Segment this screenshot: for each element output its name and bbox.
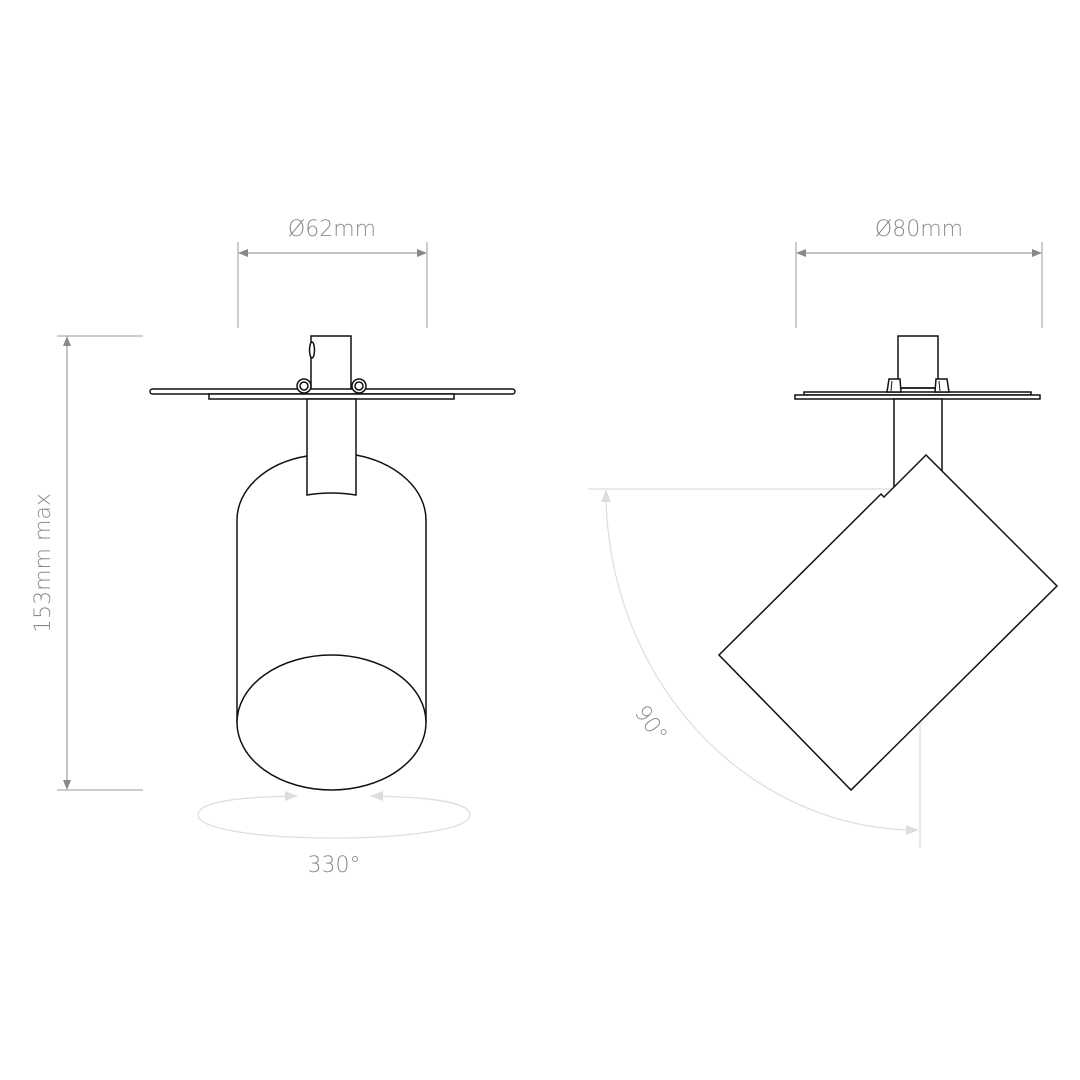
side-view: Ø80mm 90° [588, 217, 1059, 848]
height-label: 153mm max [31, 493, 56, 633]
width-label-side: Ø80mm [875, 217, 963, 242]
width-label-front: Ø62mm [288, 217, 376, 242]
ceiling-mount-front [149, 335, 516, 400]
spotlight-body-side [717, 453, 1059, 792]
rotation-indicator: 330° [197, 791, 471, 878]
spotlight-body-front [236, 398, 427, 791]
front-view: Ø62mm 153mm max 330° [31, 217, 516, 878]
width-dimension-front: Ø62mm [237, 217, 428, 328]
tilt-label: 90° [629, 701, 672, 747]
height-dimension: 153mm max [31, 335, 143, 791]
rotation-label: 330° [308, 853, 361, 878]
width-dimension-side: Ø80mm [795, 217, 1043, 328]
